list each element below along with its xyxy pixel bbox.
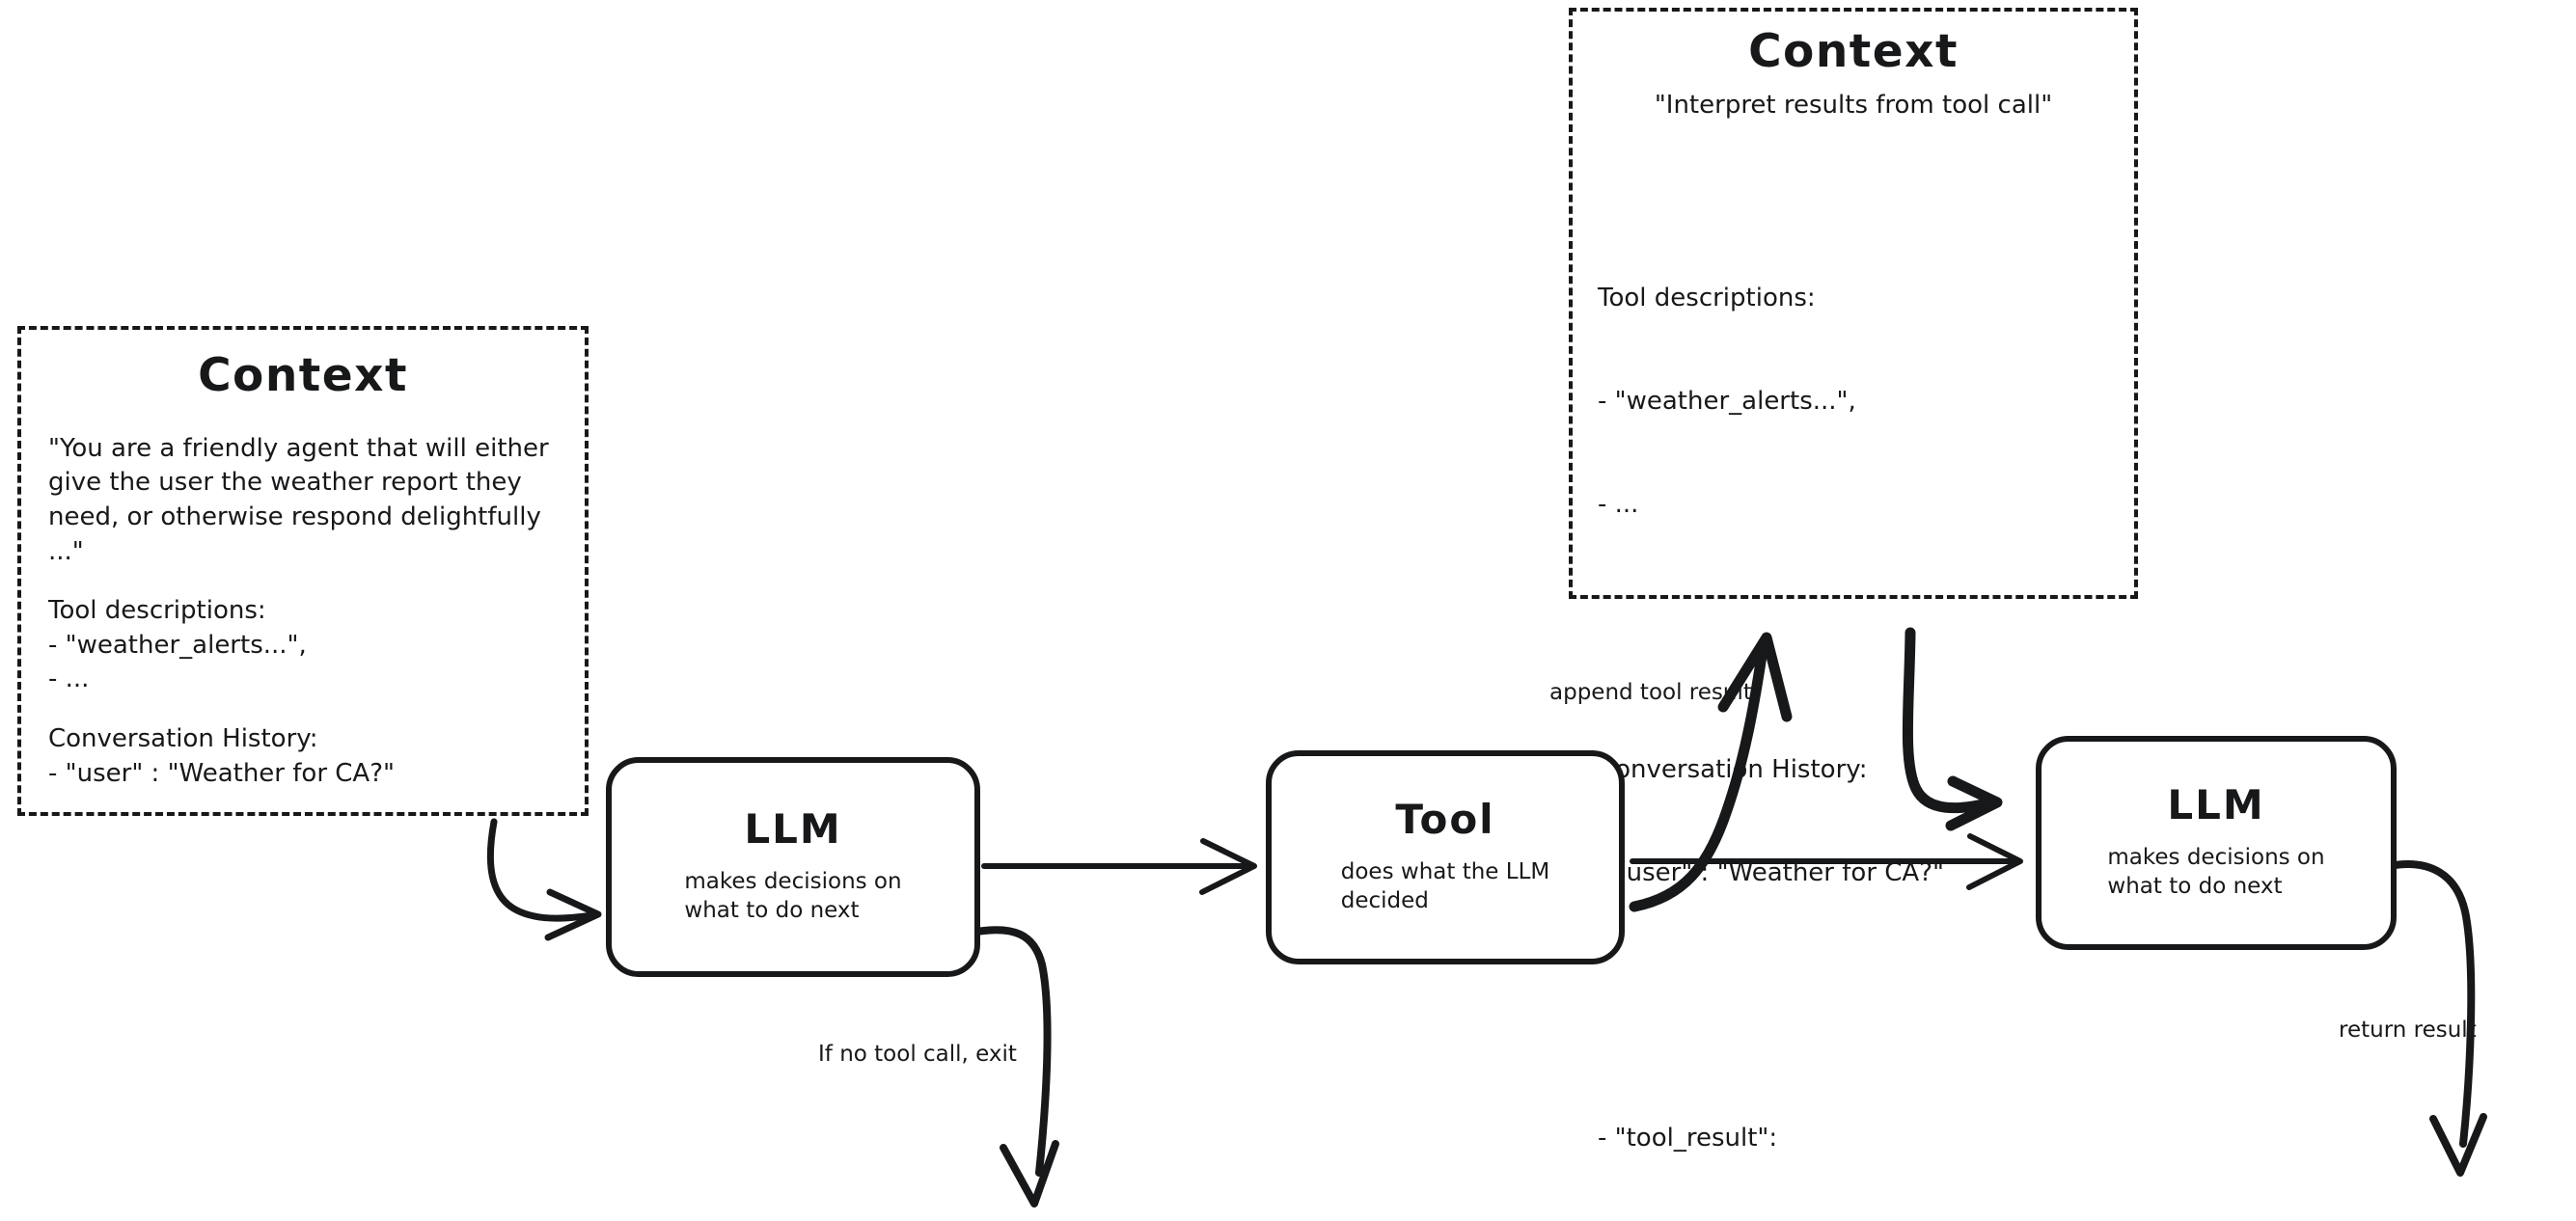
context-box-initial: Context "You are a friendly agent that w… [17, 326, 589, 816]
context-right-tool-item: - ... [1598, 489, 1639, 519]
arrow-llm1-to-tool [981, 838, 1257, 895]
context-left-prompt: "You are a friendly agent that will eith… [48, 433, 549, 566]
context-left-tool-item: - "weather_alerts...", [48, 630, 307, 660]
context-right-title: Context [1748, 25, 1959, 78]
context-right-tools-paragraph: Tool descriptions: - "weather_alerts..."… [1598, 213, 2119, 591]
context-left-tools-header: Tool descriptions: [48, 596, 266, 626]
context-left-tool-item: - ... [48, 665, 90, 694]
context-right-subtitle: "Interpret results from tool call" [1654, 90, 2053, 120]
arrow-context-to-llm1 [486, 818, 602, 941]
context-left-conversation-header: Conversation History: [48, 723, 318, 753]
context-right-conversation-header: Conversation History: [1598, 755, 1868, 785]
node-llm-second-title: LLM [2167, 780, 2265, 828]
node-llm-first-title: LLM [744, 804, 842, 853]
node-llm-first-subtitle: makes decisions on what to do next [684, 868, 902, 923]
context-left-conversation-paragraph: Conversation History: - "user" : "Weathe… [48, 722, 550, 791]
node-tool-subtitle: does what the LLM decided [1340, 858, 1550, 913]
label-return-result: return result [2339, 1018, 2477, 1043]
node-tool-title: Tool [1395, 795, 1495, 843]
context-right-conversation-paragraph: Conversation History: - "user" : "Weathe… [1598, 685, 2119, 960]
context-left-tools-paragraph: Tool descriptions: - "weather_alerts..."… [48, 594, 550, 697]
context-left-body: "You are a friendly agent that will eith… [48, 432, 550, 791]
context-left-title: Context [198, 349, 408, 402]
arrow-exit [973, 926, 1059, 1207]
context-left-conversation-item: - "user" : "Weather for CA?" [48, 758, 395, 788]
node-llm-first[interactable]: LLM makes decisions on what to do next [606, 757, 980, 977]
context-right-tool-result-paragraph: - "tool_result": { "state": "CA", [ { "r… [1598, 1053, 2119, 1221]
label-append-tool-result: append tool result [1549, 680, 1752, 705]
context-right-tool-result-header: - "tool_result": [1598, 1124, 1778, 1153]
context-right-body: Tool descriptions: - "weather_alerts..."… [1598, 145, 2119, 1221]
context-right-tool-item: - "weather_alerts...", [1598, 386, 1856, 416]
node-tool[interactable]: Tool does what the LLM decided [1266, 750, 1625, 964]
label-if-no-tool-call-exit: If no tool call, exit [818, 1042, 1017, 1067]
node-llm-second-subtitle: makes decisions on what to do next [2107, 844, 2325, 899]
node-llm-second[interactable]: LLM makes decisions on what to do next [2036, 736, 2397, 950]
context-right-conversation-item: - "user" : "Weather for CA?" [1598, 857, 1944, 887]
context-left-prompt-paragraph: "You are a friendly agent that will eith… [48, 432, 550, 569]
context-right-tools-header: Tool descriptions: [1598, 284, 1816, 313]
context-box-after-tool: Context "Interpret results from tool cal… [1569, 8, 2138, 1153]
